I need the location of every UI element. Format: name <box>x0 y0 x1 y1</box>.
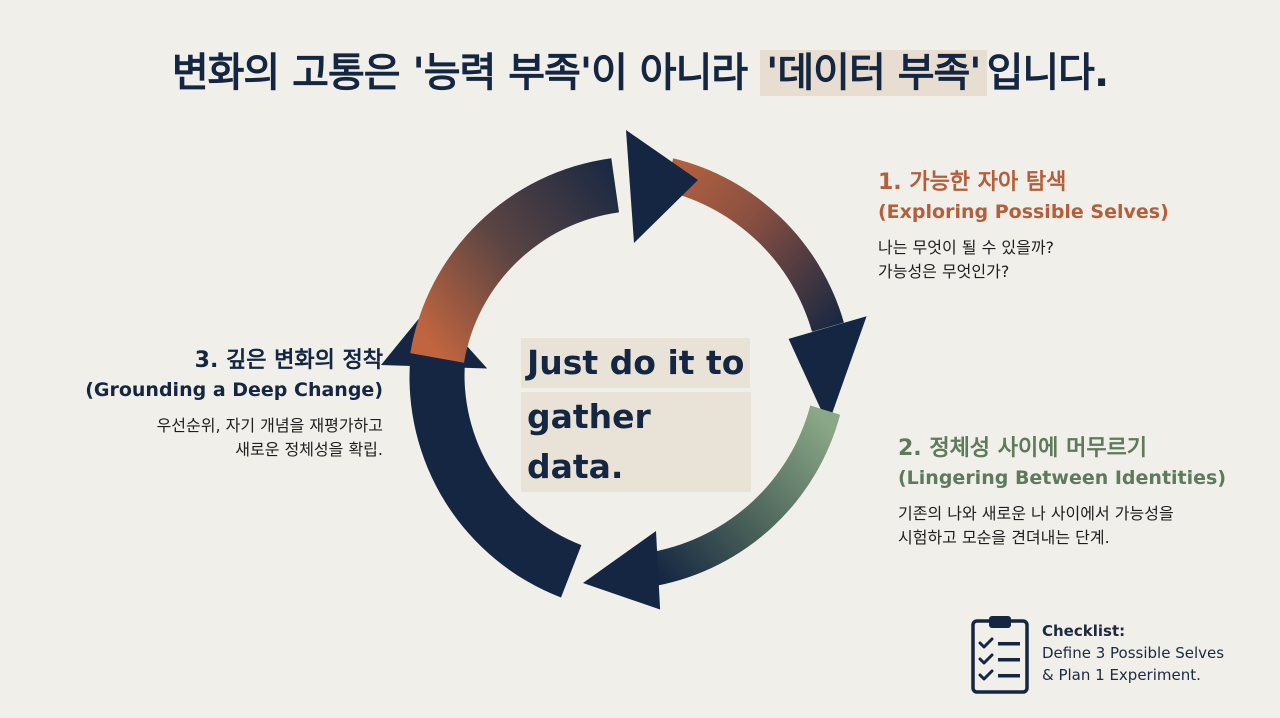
checklist-line-1: Define 3 Possible Selves <box>1042 644 1225 662</box>
step-3-grounding: 3. 깊은 변화의 정착 (Grounding a Deep Change) 우… <box>85 346 383 462</box>
step-1-desc-line-2: 가능성은 무엇인가? <box>878 262 1010 281</box>
step-2-description: 기존의 나와 새로운 나 사이에서 가능성을 시험하고 모순을 견뎌내는 단계. <box>898 502 1226 550</box>
step-3-desc-line-2: 새로운 정체성을 확립. <box>235 440 383 459</box>
step-2-desc-line-2: 시험하고 모순을 견뎌내는 단계. <box>898 528 1110 547</box>
step-2-title: 2. 정체성 사이에 머무르기 <box>898 436 1148 461</box>
step-1-exploring: 1. 가능한 자아 탐색 (Exploring Possible Selves)… <box>878 168 1169 284</box>
arrow-segment-exploring <box>665 158 867 425</box>
title-part2: 입니다. <box>986 50 1110 96</box>
step-1-description: 나는 무엇이 될 수 있을까? 가능성은 무엇인가? <box>878 236 1169 284</box>
step-1-desc-line-1: 나는 무엇이 될 수 있을까? <box>878 238 1055 257</box>
step-1-subtitle: (Exploring Possible Selves) <box>878 201 1169 223</box>
step-3-description: 우선순위, 자기 개념을 재평가하고 새로운 정체성을 확립. <box>85 414 383 462</box>
checklist-callout: Checklist: Define 3 Possible Selves & Pl… <box>970 613 1224 695</box>
clipboard-checklist-icon <box>971 616 1029 694</box>
step-3-title: 3. 깊은 변화의 정착 <box>194 348 383 373</box>
checklist-heading: Checklist: <box>1042 622 1126 640</box>
page-title: 변화의 고통은 '능력 부족'이 아니라 '데이터 부족'입니다. <box>0 40 1280 98</box>
step-2-lingering: 2. 정체성 사이에 머무르기 (Lingering Between Ident… <box>898 434 1226 550</box>
center-line-1: Just do it to <box>521 338 751 388</box>
center-line-2: gather data. <box>521 392 751 492</box>
center-message: Just do it to gather data. <box>521 338 751 496</box>
step-3-subtitle: (Grounding a Deep Change) <box>85 379 383 401</box>
arrow-segment-lingering <box>583 405 841 610</box>
arrow-segment-top-left <box>410 130 698 363</box>
step-2-desc-line-1: 기존의 나와 새로운 나 사이에서 가능성을 <box>898 504 1174 523</box>
checklist-line-2: & Plan 1 Experiment. <box>1042 666 1201 684</box>
checklist-text: Checklist: Define 3 Possible Selves & Pl… <box>1042 620 1224 695</box>
step-3-desc-line-1: 우선순위, 자기 개념을 재평가하고 <box>156 416 383 435</box>
step-1-title: 1. 가능한 자아 탐색 <box>878 170 1067 195</box>
title-highlight: '데이터 부족' <box>760 50 987 96</box>
step-2-subtitle: (Lingering Between Identities) <box>898 467 1227 489</box>
title-part1: 변화의 고통은 '능력 부족'이 아니라 <box>171 50 761 96</box>
